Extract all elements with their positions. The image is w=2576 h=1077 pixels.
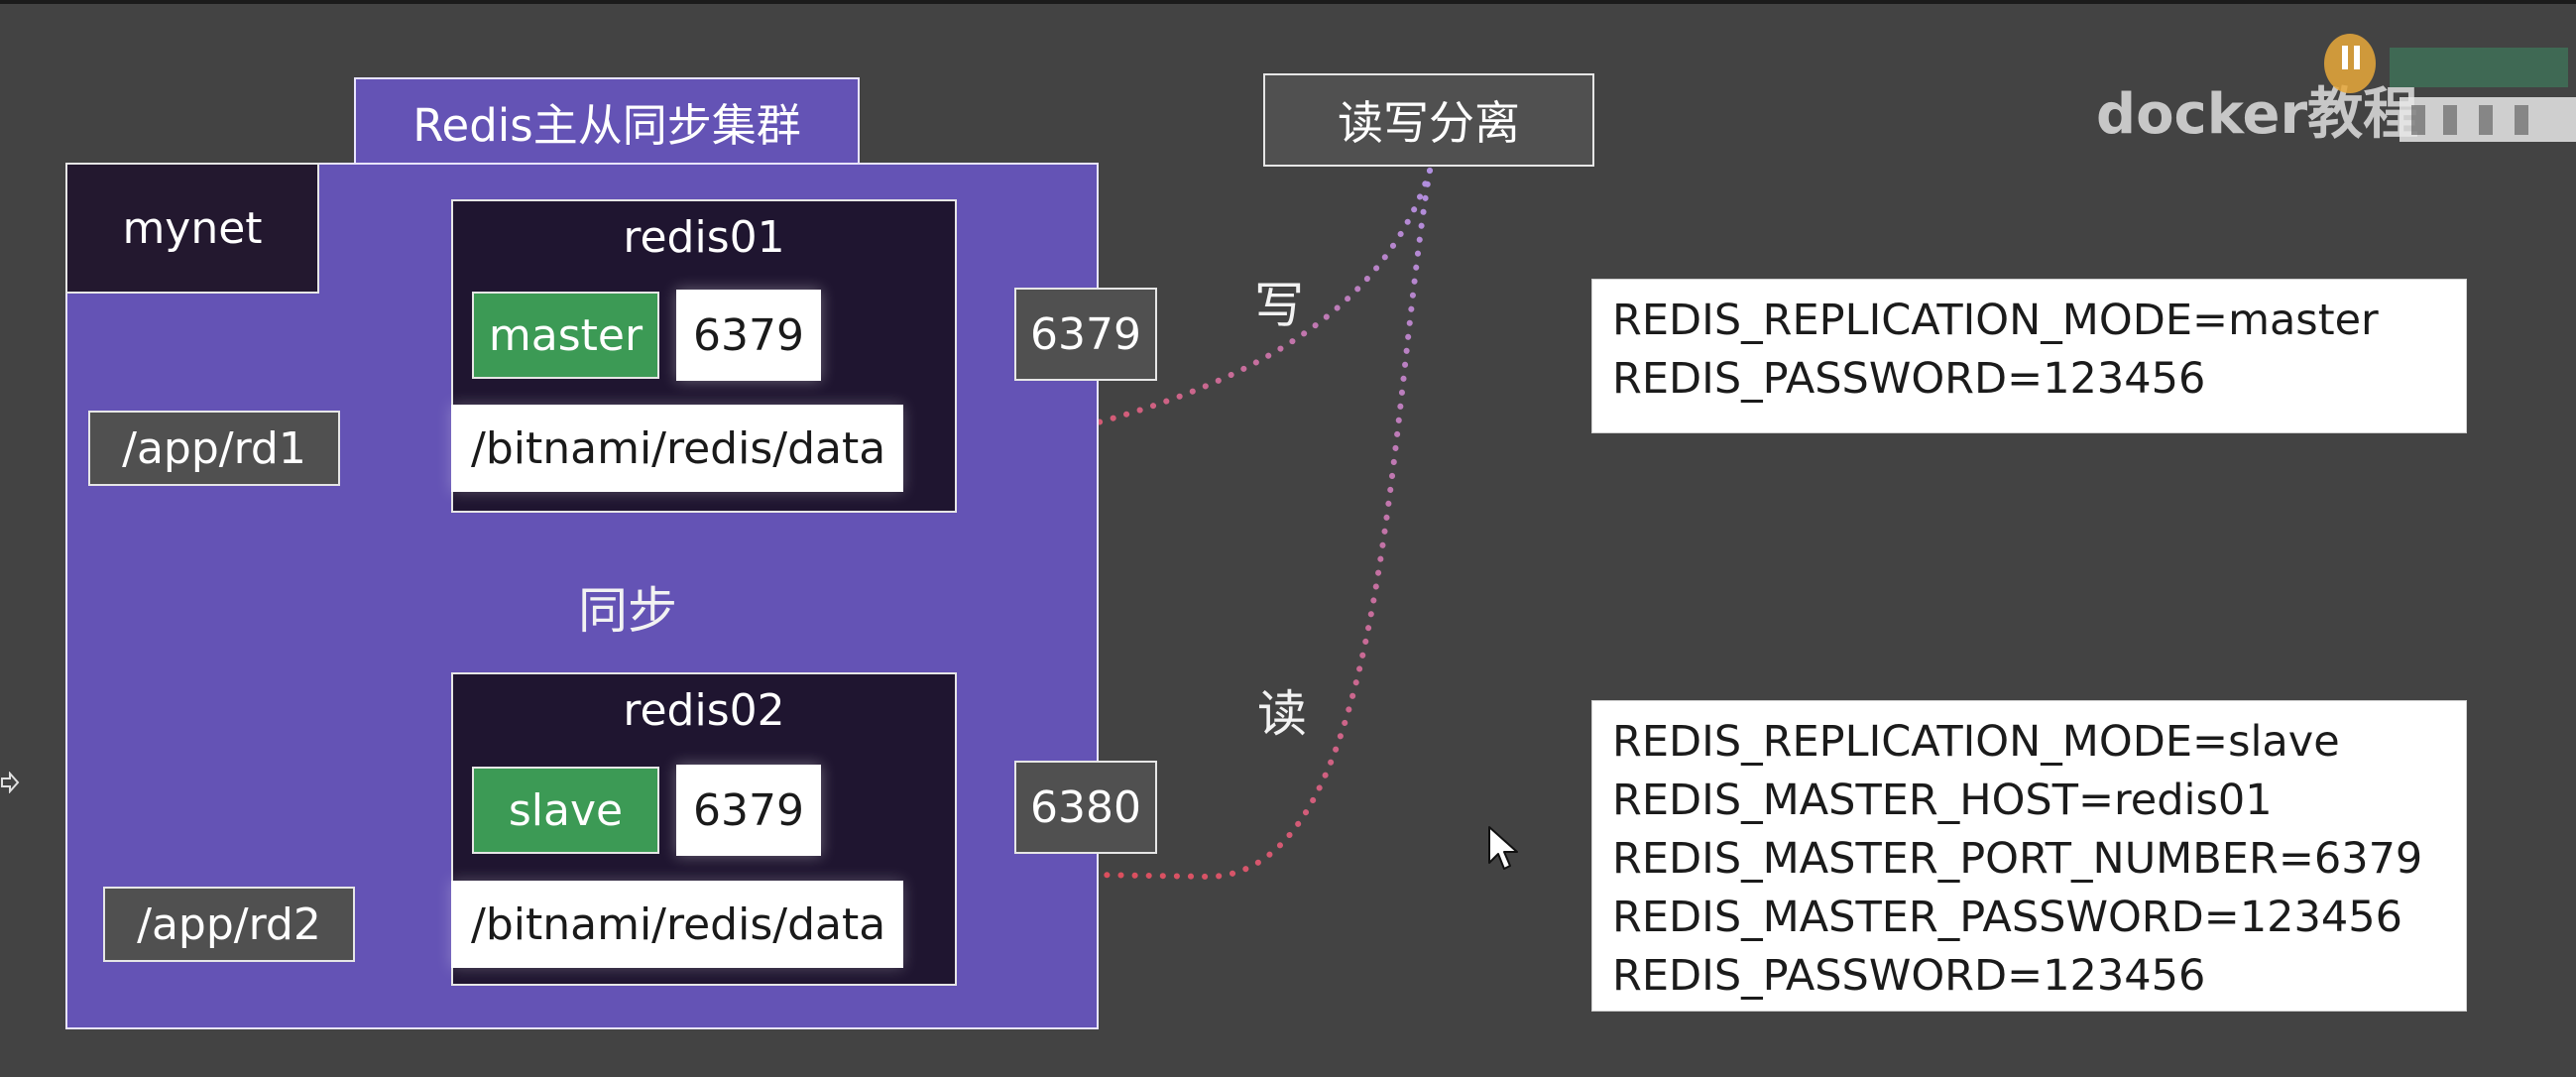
container-port-value: 6379: [693, 784, 804, 836]
host-port-value: 6380: [1030, 781, 1141, 833]
watermark-text: docker教程: [2096, 82, 2419, 147]
read-write-separation-box: 读写分离: [1263, 73, 1594, 167]
host-volume-path-text: /app/rd2: [137, 898, 321, 950]
role-badge: slave: [472, 767, 659, 854]
network-label: mynet: [65, 163, 319, 294]
host-port-value: 6379: [1030, 308, 1141, 360]
write-label: 写: [1254, 277, 1304, 334]
container-port-value: 6379: [693, 309, 804, 361]
sync-label: 同步: [578, 582, 677, 640]
env-line: REDIS_MASTER_PASSWORD=123456: [1612, 893, 2402, 942]
host-port: 6380: [1014, 761, 1157, 854]
env-line: REDIS_REPLICATION_MODE=master: [1612, 296, 2379, 345]
role-badge: master: [472, 292, 659, 379]
container-name: redis01: [623, 212, 785, 263]
host-volume-path: /app/rd2: [103, 887, 355, 962]
container-volume-path-text: /bitnami/redis/data: [471, 422, 886, 474]
env-line: REDIS_PASSWORD=123456: [1612, 354, 2206, 404]
role-label: slave: [508, 784, 624, 836]
container-port: 6379: [676, 290, 821, 381]
role-label: master: [488, 309, 644, 361]
env-line: REDIS_MASTER_HOST=redis01: [1612, 776, 2273, 825]
env-line: REDIS_MASTER_PORT_NUMBER=6379: [1612, 834, 2423, 884]
read-label: 读: [1257, 685, 1307, 743]
read-curve: [969, 168, 1433, 881]
network-name: mynet: [122, 202, 263, 254]
host-volume-path: /app/rd1: [88, 411, 340, 486]
env-line: REDIS_PASSWORD=123456: [1612, 951, 2206, 1001]
host-volume-path-text: /app/rd1: [122, 422, 306, 474]
cluster-title-text: Redis主从同步集群: [412, 98, 801, 152]
env-line: REDIS_REPLICATION_MODE=slave: [1612, 717, 2340, 767]
container-volume-path-text: /bitnami/redis/data: [471, 898, 886, 950]
read-write-separation-title: 读写分离: [1338, 96, 1520, 150]
top-border: [0, 0, 2576, 4]
write-curve: [979, 168, 1433, 451]
host-port: 6379: [1014, 288, 1157, 381]
resize-handle-icon[interactable]: [0, 772, 20, 793]
mouse-cursor-icon: [1488, 826, 1518, 870]
container-port: 6379: [676, 765, 821, 856]
container-volume-path: /bitnami/redis/data: [451, 881, 903, 968]
container-name: redis02: [623, 685, 785, 736]
env-slave-box: REDIS_REPLICATION_MODE=slave REDIS_MASTE…: [1591, 700, 2467, 1012]
cluster-title: Redis主从同步集群: [354, 77, 860, 165]
container-volume-path: /bitnami/redis/data: [451, 405, 903, 492]
env-master-box: REDIS_REPLICATION_MODE=master REDIS_PASS…: [1591, 279, 2467, 433]
video-logo-icon: [2324, 34, 2576, 142]
